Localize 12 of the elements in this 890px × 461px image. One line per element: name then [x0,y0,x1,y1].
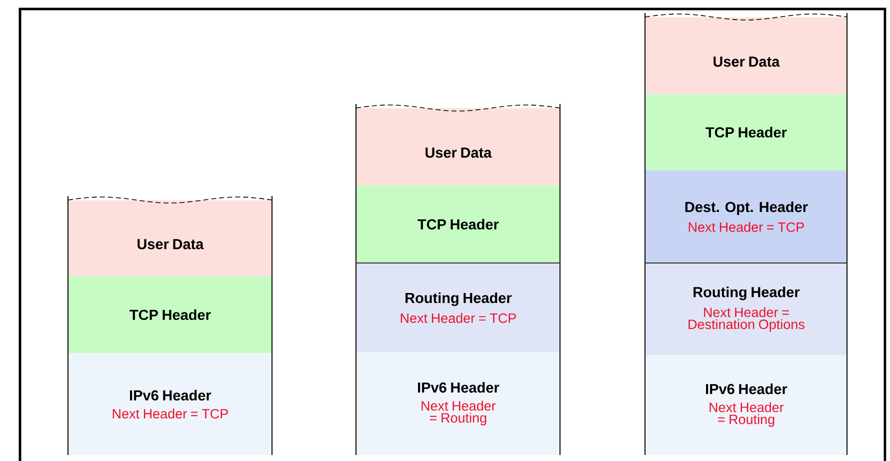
header-block: Routing Header Next Header = TCP [356,262,560,352]
header-block: TCP Header [356,184,560,264]
header-block: IPv6 Header Next Header = TCP [68,352,272,456]
header-block: User Data [644,12,848,94]
header-block: User Data [356,104,560,186]
header-block: User Data [68,196,272,276]
header-block: TCP Header [644,94,848,170]
header-block: TCP Header [68,276,272,354]
header-block: Routing Header Next Header = Destination Options [644,262,848,356]
header-block: IPv6 Header Next Header = Routing [356,352,560,456]
header-block: IPv6 Header Next Header = Routing [644,354,848,456]
header-block: Dest. Opt. Header Next Header = TCP [644,170,848,264]
